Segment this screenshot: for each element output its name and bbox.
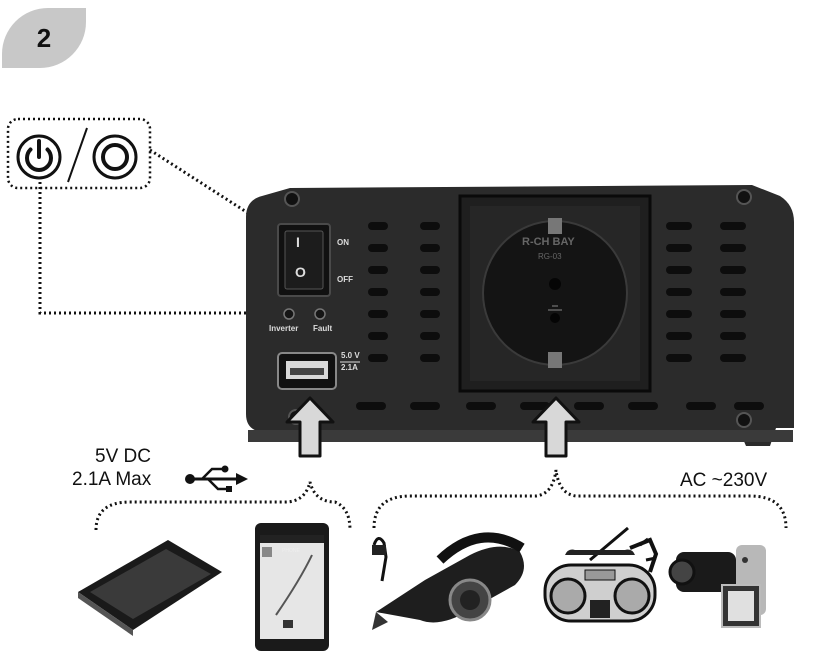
symbol-separator <box>67 127 88 183</box>
vent-slots <box>356 222 764 410</box>
ac-bracket <box>372 469 788 529</box>
usb-up-arrow <box>285 396 335 458</box>
step-number: 2 <box>36 22 52 53</box>
fault-led-label: Fault <box>313 324 333 333</box>
inverter-led-label: Inverter <box>269 324 299 333</box>
fault-led <box>314 308 326 320</box>
usb-current-label: 2.1A <box>341 363 358 372</box>
ac-socket <box>458 194 652 393</box>
off-label: OFF <box>337 275 353 284</box>
smartphone-image <box>255 523 329 651</box>
usb-bracket <box>94 481 352 531</box>
usb-icon <box>185 465 248 492</box>
socket-model: RG-03 <box>538 252 562 261</box>
tablet-image <box>78 540 222 636</box>
usb-port <box>277 352 337 390</box>
switch-off-mark: O <box>295 264 306 280</box>
circle-off-icon <box>92 134 138 180</box>
screw <box>736 412 752 428</box>
usb-output-current: 2.1A Max <box>72 469 152 490</box>
socket-brand: R-CH BAY <box>522 236 575 248</box>
inverter-led <box>283 308 295 320</box>
switch-on-mark: I <box>296 234 300 250</box>
usb-voltage-label: 5.0 V <box>341 351 360 360</box>
phone-screen-title: PHONE <box>282 548 300 554</box>
usb-output-voltage: 5V DC <box>95 446 151 467</box>
screw <box>736 189 752 205</box>
screw <box>284 191 300 207</box>
boombox-image <box>543 526 659 623</box>
vacuum-image <box>372 532 525 630</box>
ac-output-label: AC ~230V <box>680 470 768 491</box>
ac-up-arrow <box>531 396 581 458</box>
power-icon <box>16 134 62 180</box>
power-switch <box>277 223 331 297</box>
power-symbols-callout <box>6 117 152 190</box>
leader-line-inverter-led <box>38 182 278 315</box>
on-label: ON <box>337 238 349 247</box>
inverter-front-panel <box>246 185 794 446</box>
camcorder-image <box>668 545 766 628</box>
